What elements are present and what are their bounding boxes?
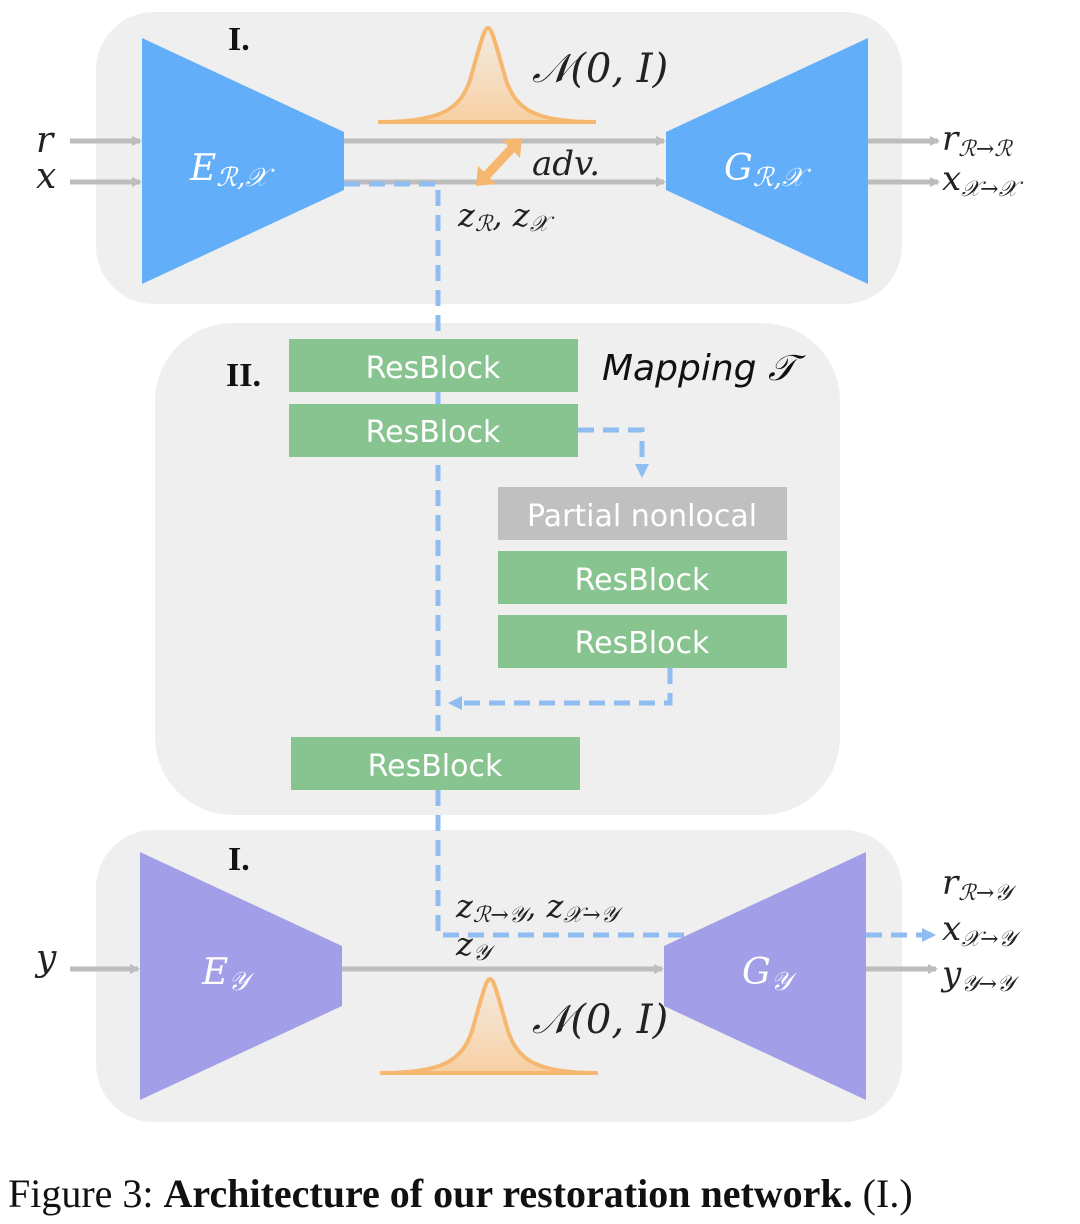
output-r-top: rℛ→ℛ — [942, 119, 1013, 162]
resblock-2 — [289, 404, 578, 457]
mapping-section-label: II. — [226, 357, 261, 394]
resblock-5 — [291, 737, 580, 790]
input-y-bottom: y — [34, 938, 57, 979]
output-r-bottom: rℛ→𝒴 — [942, 863, 1017, 906]
resblock-4-label: ResBlock — [575, 626, 710, 661]
caption-suffix: (I.) — [862, 1171, 913, 1216]
resblock-3 — [498, 551, 787, 604]
resblock-4 — [498, 615, 787, 668]
input-r-top: r — [36, 120, 55, 161]
dashed-branch-back — [448, 668, 673, 710]
resblock-2-label: ResBlock — [366, 415, 501, 450]
output-x-top: x𝒳→𝒳 — [942, 159, 1024, 202]
normal-distribution-top: 𝒩(0, I) — [532, 46, 668, 92]
normal-distribution-bottom: 𝒩(0, I) — [532, 997, 668, 1043]
caption-bold: Architecture of our restoration network. — [163, 1171, 853, 1216]
top-section-label: I. — [228, 21, 250, 58]
resblock-1 — [289, 339, 578, 392]
figure-caption: Figure 3: Architecture of our restoratio… — [8, 1170, 913, 1217]
generator-top-label: Gℛ,𝒳 — [724, 148, 812, 193]
bottom-panel — [96, 830, 902, 1122]
gaussian-curve-top — [377, 25, 597, 124]
output-y-bottom: y𝒴→𝒴 — [940, 954, 1020, 997]
adversarial-arrow-icon — [476, 138, 522, 186]
gaussian-curve-bottom — [379, 976, 599, 1075]
partial-nonlocal-block — [498, 487, 787, 540]
bottom-section-label: I. — [228, 841, 250, 878]
resblock-1-label: ResBlock — [366, 351, 501, 386]
dashed-branch-right — [578, 427, 649, 478]
mapped-latent-label: zℛ→𝒴, z𝒳→𝒴 — [455, 887, 624, 928]
encoder-trapezoid-bottom — [140, 852, 342, 1100]
resblock-5-label: ResBlock — [368, 749, 503, 784]
generator-trapezoid-bottom — [664, 852, 866, 1100]
encoder-top-label: Eℛ,𝒳 — [189, 148, 275, 193]
input-x-top: x — [36, 156, 56, 197]
adv-label: adv. — [532, 144, 600, 184]
encoder-trapezoid-top — [142, 38, 344, 284]
mapping-title: Mapping 𝒯 — [602, 348, 806, 389]
generator-trapezoid-top — [666, 38, 868, 284]
partial-nonlocal-label: Partial nonlocal — [527, 499, 757, 534]
caption-prefix: Figure 3: — [8, 1171, 154, 1216]
output-x-bottom: x𝒳→𝒴 — [942, 909, 1022, 952]
resblock-3-label: ResBlock — [575, 563, 710, 598]
